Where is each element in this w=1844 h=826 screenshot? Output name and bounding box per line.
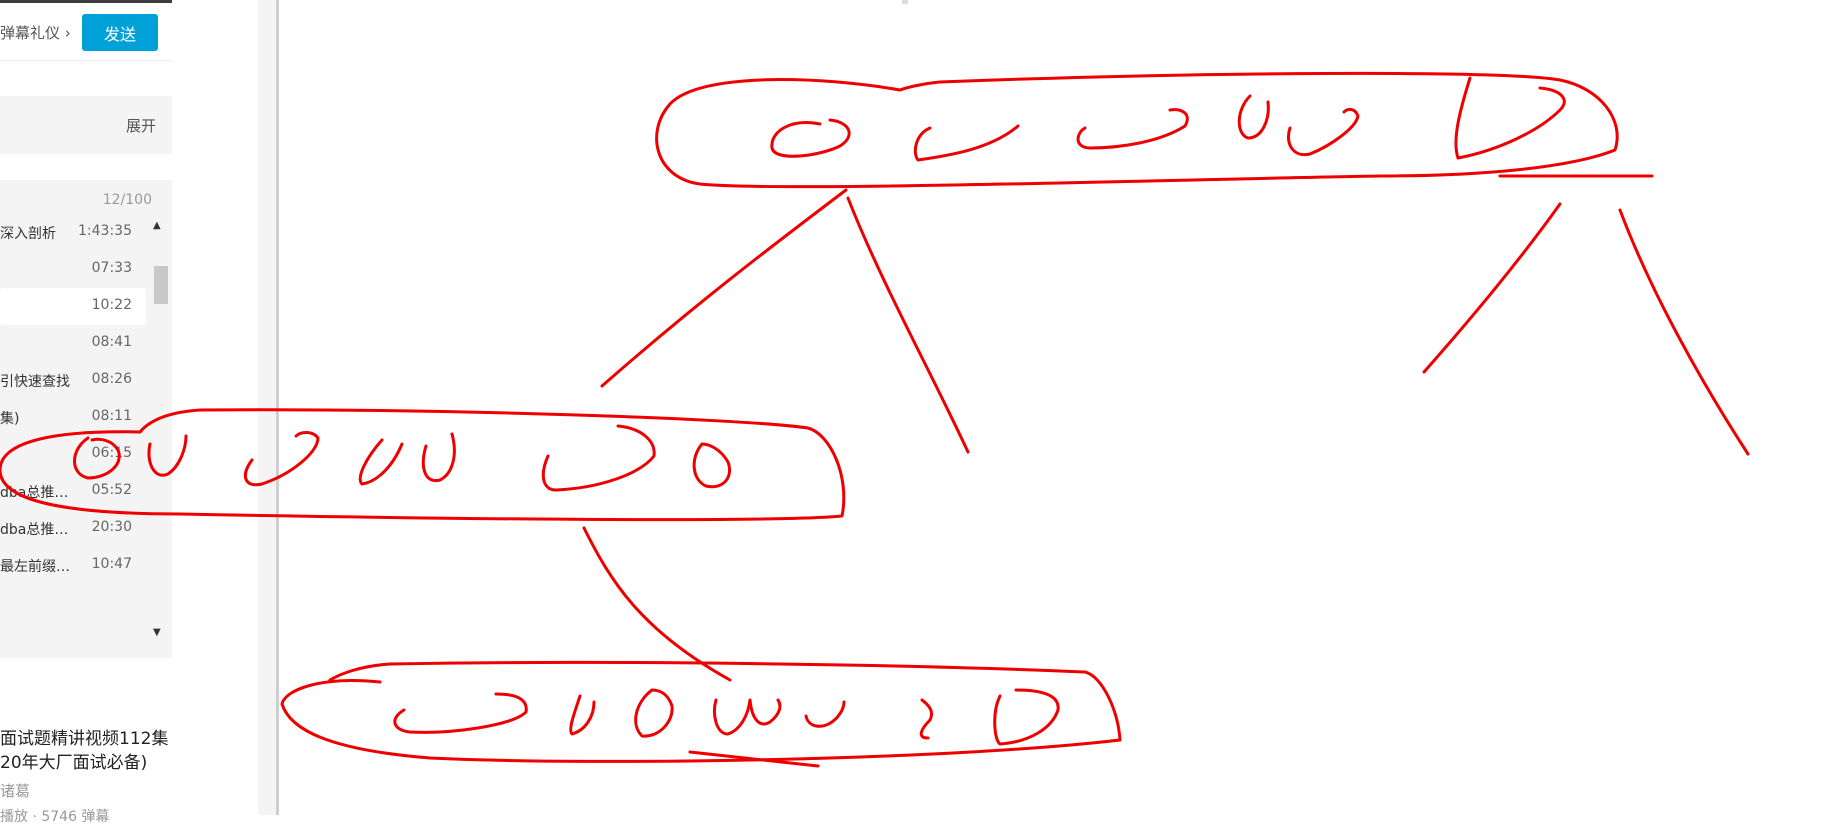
playlist-item-duration: 05:52 <box>91 482 132 498</box>
recommended-title-line-1: 面试题精讲视频112集 <box>0 729 169 749</box>
ink-stroke-branch-right-b <box>1618 208 1750 456</box>
playlist-item-duration: 08:26 <box>91 371 132 387</box>
playlist-scrollbar[interactable]: ▲ ▼ <box>152 220 168 638</box>
playlist-item[interactable]: 集)08:11 <box>0 399 146 436</box>
ink-stroke-leaf-key-5 <box>804 700 846 728</box>
ink-stroke-root-key-6 <box>1454 76 1566 160</box>
ink-stroke-leaf-node <box>280 660 1122 763</box>
ink-stroke-branch-right-a <box>1422 202 1562 374</box>
playlist-item[interactable]: 08:41 <box>0 325 146 362</box>
recommended-video-title[interactable]: 面试题精讲视频112集 20年大厂面试必备) <box>0 727 172 775</box>
ink-stroke-root-key-1 <box>770 118 851 158</box>
ink-stroke-leaf-key-3 <box>634 688 674 738</box>
recommended-title-line-2: 20年大厂面试必备) <box>0 753 148 773</box>
ink-stroke-middle-key-5 <box>421 432 456 483</box>
chevron-right-icon: › <box>64 24 71 42</box>
ink-stroke-leaf-key-7 <box>993 688 1060 746</box>
danmaku-input-field[interactable] <box>0 0 172 3</box>
ink-stroke-root-key-2 <box>913 124 1020 162</box>
ink-stroke-leaf-key-6 <box>919 698 934 740</box>
ink-stroke-root-key-4 <box>1237 94 1270 140</box>
triangle-up-icon[interactable]: ▲ <box>153 220 161 231</box>
ink-stroke-branch-left-a <box>600 188 848 388</box>
ink-stroke-leaf-key-2 <box>569 694 596 736</box>
playlist-item-duration: 20:30 <box>91 519 132 535</box>
playlist-item-duration: 1:43:35 <box>78 223 132 239</box>
ink-stroke-leaf-key-4 <box>713 698 782 736</box>
ink-stroke-branch-left-b <box>846 196 970 454</box>
playlist-item-duration: 07:33 <box>91 260 132 276</box>
danmaku-etiquette-label: 弹幕礼仪 <box>0 24 61 42</box>
playlist-item[interactable]: dba总推荐…20:30 <box>0 510 146 547</box>
panel-strip <box>258 0 278 815</box>
ink-stroke-leaf-tail <box>688 750 820 768</box>
canvas-marker <box>902 0 908 4</box>
playlist-item[interactable]: 10:22 <box>0 288 146 325</box>
ink-stroke-root-node <box>655 71 1619 189</box>
ink-stroke-middle-node <box>0 408 846 522</box>
playlist-item-duration: 10:22 <box>91 297 132 313</box>
playlist-item[interactable]: 最左前缀优…10:47 <box>0 547 146 584</box>
ink-stroke-middle-key-7 <box>692 442 731 489</box>
playlist-item-duration: 06:15 <box>91 445 132 461</box>
ink-stroke-root-key-5 <box>1286 107 1360 157</box>
recommended-uploader[interactable]: 诸葛 <box>0 782 31 800</box>
playlist-item[interactable]: 07:33 <box>0 251 146 288</box>
ink-stroke-root-key-3 <box>1076 108 1189 150</box>
danmaku-input-bar: 弹幕礼仪 › 发送 <box>0 0 172 61</box>
send-button[interactable]: 发送 <box>82 14 158 51</box>
expand-section: 展开 <box>0 96 172 154</box>
ink-stroke-middle-key-4 <box>358 438 404 486</box>
ink-stroke-middle-key-6 <box>541 424 656 492</box>
danmaku-etiquette-link[interactable]: 弹幕礼仪 › <box>0 22 71 43</box>
panel-divider <box>276 0 279 815</box>
ink-stroke-middle-key-1 <box>73 436 121 480</box>
playlist-item-duration: 08:41 <box>91 334 132 350</box>
ink-stroke-branch-middle <box>582 526 732 682</box>
ink-stroke-middle-key-2 <box>147 434 188 477</box>
playlist-counter: 12/100 <box>102 192 152 208</box>
playlist-item[interactable]: dba总推荐…05:52 <box>0 473 146 510</box>
triangle-down-icon[interactable]: ▼ <box>153 627 161 638</box>
playlist-item-duration: 08:11 <box>91 408 132 424</box>
playlist-item[interactable]: 06:15 <box>0 436 146 473</box>
ink-stroke-middle-key-3 <box>243 431 320 487</box>
expand-button[interactable]: 展开 <box>125 117 156 135</box>
ink-stroke-leaf-key-1 <box>393 692 528 734</box>
playlist-item-duration: 10:47 <box>91 556 132 572</box>
scrollbar-thumb[interactable] <box>154 266 168 304</box>
